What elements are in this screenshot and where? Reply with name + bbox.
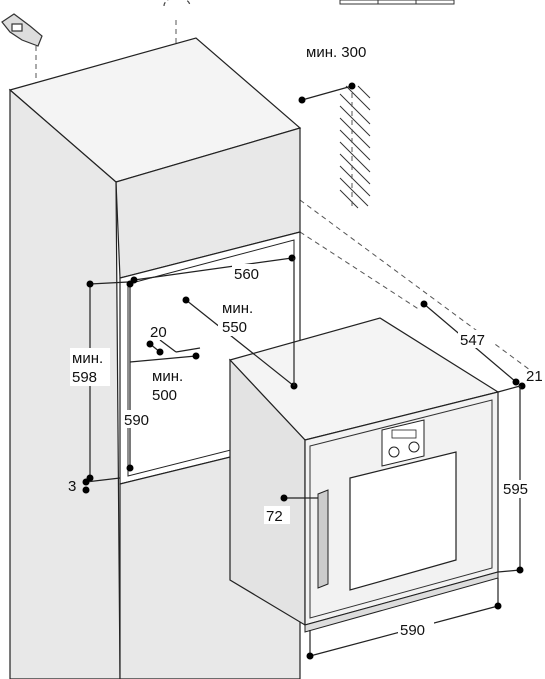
label-min-550-value: 550 <box>222 319 247 336</box>
label-min-550-prefix: мин. <box>222 300 253 317</box>
table-fragment <box>339 0 455 5</box>
wall-hanger-icon <box>1 13 43 47</box>
label-height-595: 595 <box>503 481 528 498</box>
label-width-560: 560 <box>234 266 259 283</box>
oven <box>228 317 500 633</box>
oven-handle <box>317 489 329 589</box>
label-min-598-value: 598 <box>72 369 97 386</box>
label-handle-72: 72 <box>266 508 283 525</box>
label-depth-20: 20 <box>150 324 167 341</box>
label-depth-547: 547 <box>460 332 485 349</box>
label-depth-21: 21 <box>526 368 543 385</box>
label-min-300: мин. 300 <box>306 44 366 61</box>
dimension-labels: мин. 300 560 мин. 550 20 мин. 500 мин. 5… <box>68 42 543 639</box>
label-min-500-value: 500 <box>152 387 177 404</box>
label-width-590: 590 <box>400 622 425 639</box>
label-min-598-prefix: мин. <box>72 350 103 367</box>
control-panel <box>381 419 425 467</box>
dimension-lines <box>82 82 526 660</box>
label-min-500-prefix: мин. <box>152 368 183 385</box>
label-height-590: 590 <box>124 412 149 429</box>
label-gap-3: 3 <box>68 478 76 495</box>
wall-hatch <box>338 84 374 210</box>
